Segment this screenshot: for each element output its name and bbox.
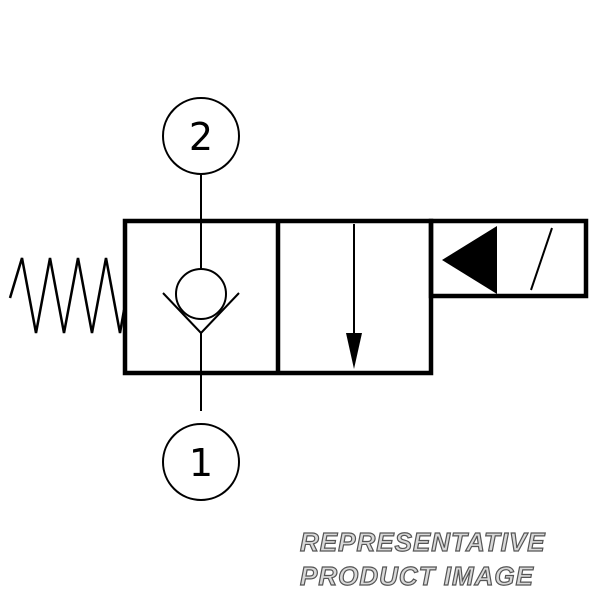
watermark-line-1: REPRESENTATIVE [299, 526, 546, 557]
flow-arrow-head-icon [346, 333, 362, 369]
check-valve-seat-icon [162, 292, 240, 335]
port-1-marker: 1 [162, 423, 240, 501]
solenoid-triangle-icon [442, 226, 497, 294]
solenoid-actuator [428, 218, 589, 299]
port-2-label: 2 [189, 115, 213, 159]
port-1-label: 1 [189, 441, 213, 485]
watermark-line-2: PRODUCT IMAGE [299, 560, 534, 591]
solenoid-slash-icon [530, 227, 553, 291]
spring-icon [8, 257, 126, 334]
check-valve-ball-icon [175, 268, 227, 320]
port-2-marker: 2 [162, 97, 240, 175]
